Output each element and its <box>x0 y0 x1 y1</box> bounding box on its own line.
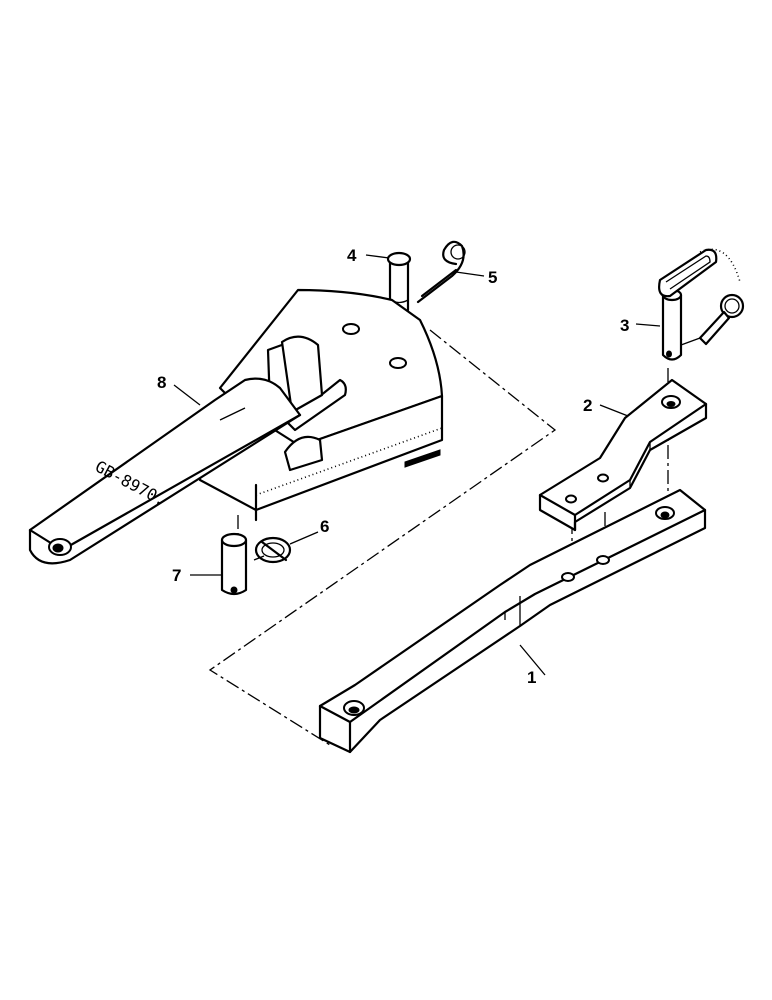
callout-leaders <box>173 254 661 676</box>
pin-part-7 <box>220 532 248 596</box>
callout-8: 8 <box>157 373 166 392</box>
callout-6: 6 <box>320 517 329 536</box>
callout-4: 4 <box>347 246 357 265</box>
drawbar-part-1 <box>318 488 707 754</box>
callout-7: 7 <box>172 566 181 585</box>
callout-5: 5 <box>488 268 497 287</box>
callout-2: 2 <box>583 396 592 415</box>
callout-labels: 1 2 3 4 5 6 7 8 <box>157 246 629 687</box>
callout-1: 1 <box>527 668 536 687</box>
spring-ring-part-6 <box>253 536 292 564</box>
hitch-body-part-8: GB-8970. <box>28 288 444 565</box>
callout-3: 3 <box>620 316 629 335</box>
linch-pin-part-3 <box>658 248 745 361</box>
r-clip-part-5 <box>416 240 466 304</box>
offset-plate-part-2 <box>538 378 708 532</box>
